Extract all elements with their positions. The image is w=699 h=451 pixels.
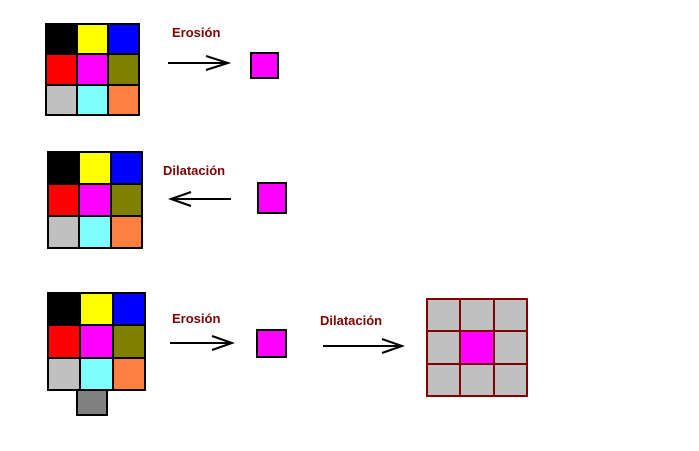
grid-cell bbox=[49, 185, 79, 215]
grid-cell bbox=[109, 25, 138, 54]
center-cell bbox=[461, 332, 493, 363]
grid-cell bbox=[113, 294, 144, 325]
arrow-right-erosion-3 bbox=[170, 335, 236, 351]
grid-cell bbox=[49, 153, 79, 183]
grid-cell bbox=[80, 185, 110, 215]
grid-cell bbox=[111, 217, 141, 247]
grid-cell bbox=[80, 217, 110, 247]
dilated-cell bbox=[494, 300, 526, 331]
grid-cell bbox=[81, 294, 112, 325]
grid-cell bbox=[49, 294, 80, 325]
dilated-cell bbox=[494, 332, 526, 363]
grid-cell bbox=[111, 185, 141, 215]
grid-cell bbox=[49, 217, 79, 247]
grid-cell bbox=[81, 358, 112, 389]
grid-cell bbox=[80, 153, 110, 183]
extra-gray-pixel bbox=[76, 389, 108, 416]
arrow-right-erosion-1 bbox=[168, 55, 232, 71]
dilated-cell bbox=[428, 300, 460, 331]
grid-cell bbox=[111, 153, 141, 183]
dilated-result-grid bbox=[426, 298, 528, 397]
arrow-right-dilation-3 bbox=[323, 338, 406, 354]
grid-cell bbox=[109, 85, 138, 114]
dilated-cell bbox=[428, 364, 460, 395]
grid-cell bbox=[47, 25, 76, 54]
grid-cell bbox=[78, 55, 107, 84]
dilated-cell bbox=[494, 364, 526, 395]
pixel-2 bbox=[257, 182, 287, 214]
arrow-left-dilation bbox=[167, 191, 231, 207]
eroded-pixel-3 bbox=[256, 329, 287, 358]
erosion-label-1: Erosión bbox=[172, 25, 221, 40]
dilated-cell bbox=[428, 332, 460, 363]
source-grid-1 bbox=[45, 23, 140, 116]
grid-cell bbox=[47, 55, 76, 84]
eroded-pixel-1 bbox=[250, 52, 279, 79]
dilated-cell bbox=[461, 364, 493, 395]
grid-cell bbox=[113, 358, 144, 389]
grid-cell bbox=[78, 25, 107, 54]
grid-cell bbox=[109, 55, 138, 84]
erosion-label-3: Erosión bbox=[172, 311, 221, 326]
grid-cell bbox=[47, 85, 76, 114]
source-grid-3 bbox=[47, 292, 146, 391]
grid-cell bbox=[113, 326, 144, 357]
grid-cell bbox=[78, 85, 107, 114]
grid-cell bbox=[81, 326, 112, 357]
dilation-label-3: Dilatación bbox=[320, 313, 383, 328]
grid-cell bbox=[49, 326, 80, 357]
source-grid-2 bbox=[47, 151, 143, 249]
dilation-label-2: Dilatación bbox=[163, 163, 226, 178]
dilated-cell bbox=[461, 300, 493, 331]
grid-cell bbox=[49, 358, 80, 389]
